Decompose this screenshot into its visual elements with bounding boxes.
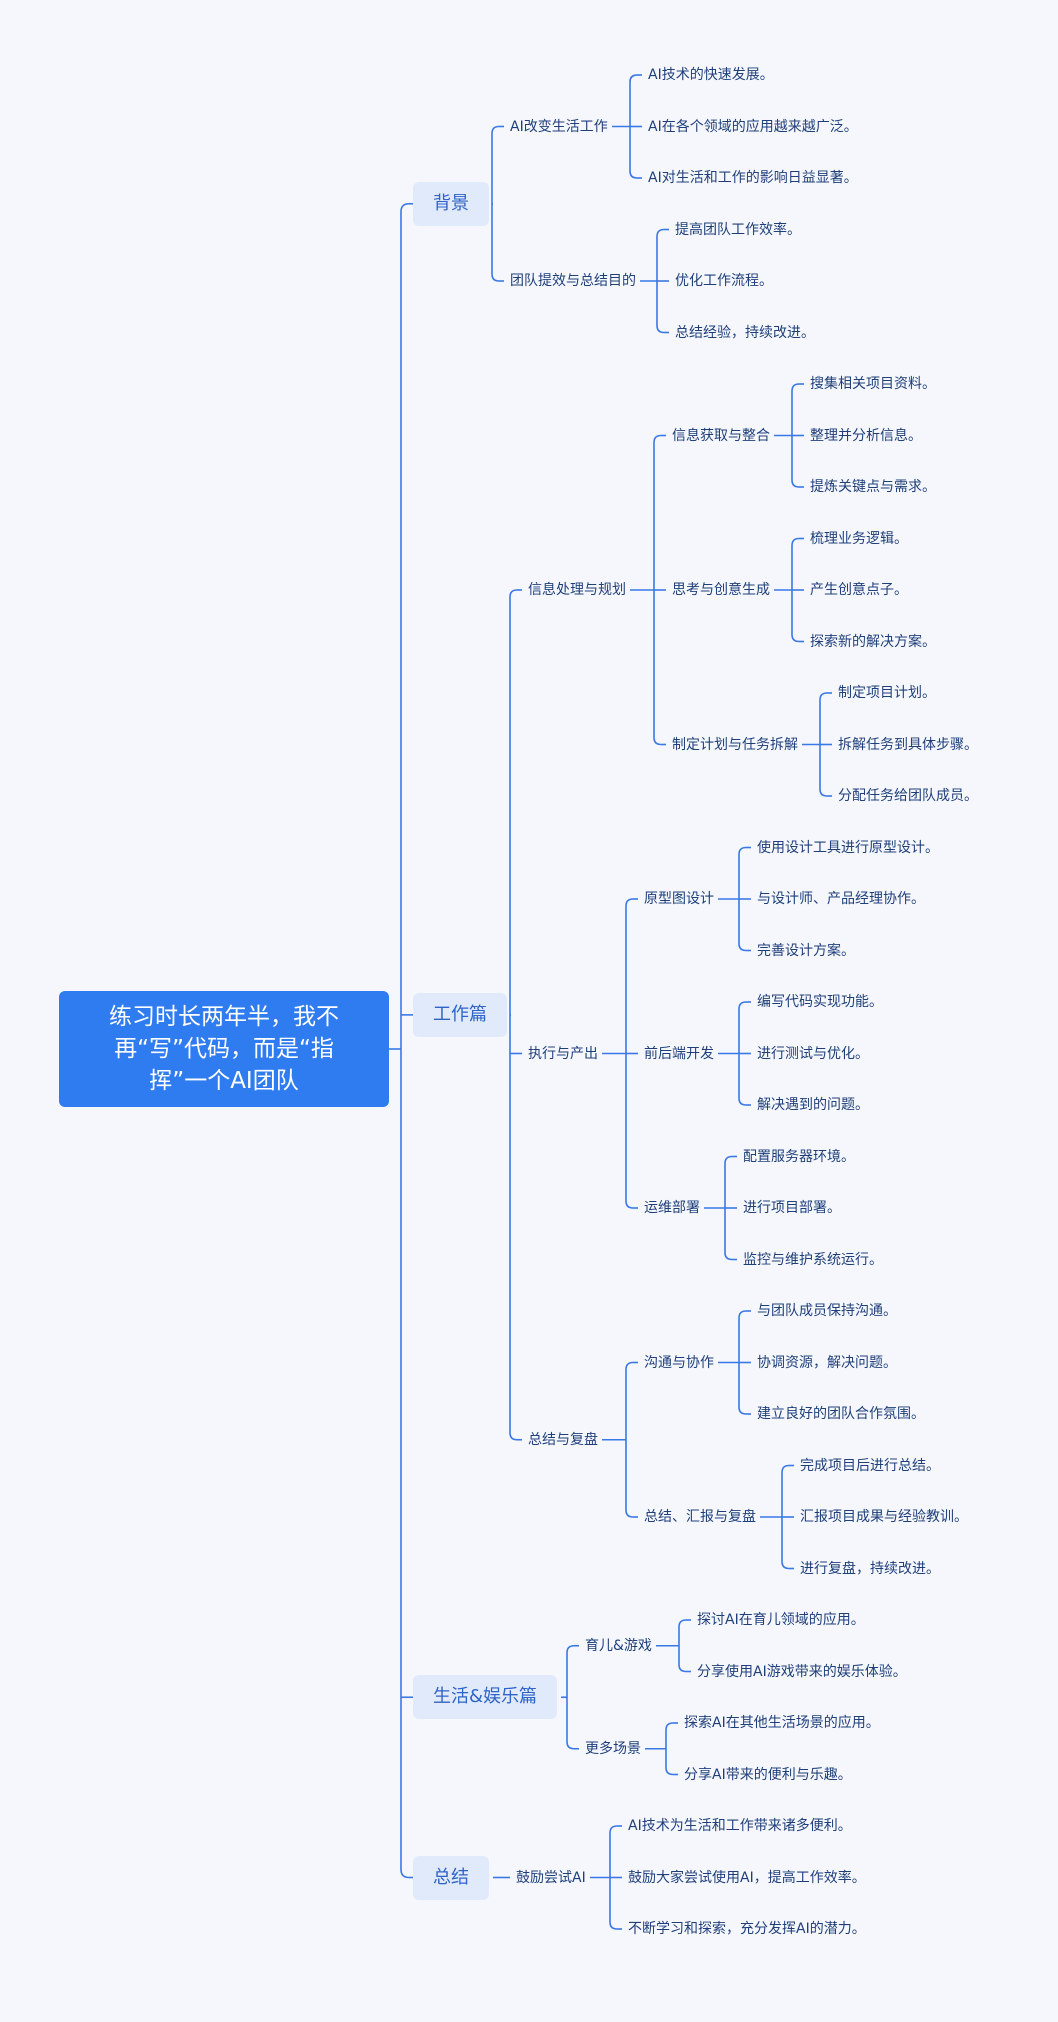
leaf-topic: 分享使用AI游戏带来的娱乐体验。 xyxy=(697,1663,907,1680)
leaf-topic: 整理并分析信息。 xyxy=(810,427,922,444)
subtopic: 信息处理与规划 xyxy=(528,582,626,598)
connector-bus xyxy=(625,1361,634,1518)
leaf-topic: 搜集相关项目资料。 xyxy=(810,376,936,392)
subtopic: 信息获取与整合 xyxy=(672,427,770,444)
leaf-topic: AI在各个领域的应用越来越广泛。 xyxy=(648,118,858,135)
leaf-topic: 完善设计方案。 xyxy=(757,942,855,959)
leaf-topic: 进行复盘，持续改进。 xyxy=(800,1560,940,1577)
leaf-topic: 编写代码实现功能。 xyxy=(757,994,883,1010)
leaf-topic: 与设计师、产品经理协作。 xyxy=(757,891,925,907)
connector-bus xyxy=(491,125,500,282)
leaf-topic: 梳理业务逻辑。 xyxy=(810,530,908,547)
leaf-topic: 使用设计工具进行原型设计。 xyxy=(757,839,939,856)
subtopic: 制定计划与任务拆解 xyxy=(672,736,798,753)
subtopic: 团队提效与总结目的 xyxy=(510,273,636,289)
subtopic: 总结与复盘 xyxy=(528,1431,598,1448)
leaf-topic: AI对生活和工作的影响日益显著。 xyxy=(648,170,858,186)
subtopic: 执行与产出 xyxy=(528,1045,598,1062)
subtopic: 育儿&游戏 xyxy=(585,1637,652,1654)
connector-bus xyxy=(400,202,410,1879)
subtopic: AI改变生活工作 xyxy=(510,118,608,135)
subtopic: 总结、汇报与复盘 xyxy=(644,1509,756,1525)
leaf-topic: 分配任务给团队成员。 xyxy=(838,788,978,804)
subtopic: 思考与创意生成 xyxy=(672,582,770,598)
leaf-topic: 配置服务器环境。 xyxy=(743,1148,855,1165)
leaf-topic: 鼓励大家尝试使用AI，提高工作效率。 xyxy=(628,1869,866,1886)
subtopic: 原型图设计 xyxy=(644,891,714,907)
leaf-topic: AI技术的快速发展。 xyxy=(648,67,774,83)
connector-bus xyxy=(678,1619,687,1673)
leaf-topic: 探讨AI在育儿领域的应用。 xyxy=(697,1612,865,1628)
leaf-topic: AI技术为生活和工作带来诸多便利。 xyxy=(628,1818,852,1834)
leaf-topic: 提高团队工作效率。 xyxy=(675,221,801,238)
leaf-topic: 进行测试与优化。 xyxy=(757,1045,869,1062)
leaf-topic: 汇报项目成果与经验教训。 xyxy=(800,1509,968,1525)
subtopic: 鼓励尝试AI xyxy=(516,1869,586,1886)
leaf-topic: 进行项目部署。 xyxy=(743,1200,841,1216)
leaf-topic: 完成项目后进行总结。 xyxy=(800,1457,940,1474)
subtopic: 运维部署 xyxy=(644,1200,700,1216)
subtopic: 更多场景 xyxy=(585,1740,641,1757)
branch-topic: 生活&娱乐篇 xyxy=(413,1675,558,1720)
leaf-topic: 拆解任务到具体步骤。 xyxy=(838,736,978,753)
leaf-topic: 总结经验，持续改进。 xyxy=(675,324,815,341)
leaf-topic: 协调资源，解决问题。 xyxy=(757,1354,897,1371)
leaf-topic: 探索新的解决方案。 xyxy=(810,633,936,650)
leaf-topic: 探索AI在其他生活场景的应用。 xyxy=(684,1715,880,1731)
leaf-topic: 建立良好的团队合作氛围。 xyxy=(757,1406,925,1422)
leaf-topic: 制定项目计划。 xyxy=(838,685,936,701)
connector-bus xyxy=(665,1722,674,1776)
subtopic: 前后端开发 xyxy=(644,1045,714,1062)
subtopic: 沟通与协作 xyxy=(644,1354,714,1371)
branch-topic: 工作篇 xyxy=(413,992,507,1037)
leaf-topic: 不断学习和探索，充分发挥AI的潜力。 xyxy=(628,1921,866,1937)
branch-topic: 背景 xyxy=(413,181,489,226)
leaf-topic: 分享AI带来的便利与乐趣。 xyxy=(684,1766,852,1783)
leaf-topic: 监控与维护系统运行。 xyxy=(743,1251,883,1268)
root-topic: 练习时长两年半，我不再“写”代码，而是“指挥”一个AI团队 xyxy=(59,991,389,1107)
connector-bus xyxy=(566,1644,575,1750)
leaf-topic: 提炼关键点与需求。 xyxy=(810,479,936,495)
branch-topic: 总结 xyxy=(413,1855,489,1900)
leaf-topic: 产生创意点子。 xyxy=(810,582,908,598)
leaf-topic: 解决遇到的问题。 xyxy=(757,1097,869,1113)
connector-bus xyxy=(509,589,518,1441)
leaf-topic: 优化工作流程。 xyxy=(675,273,773,289)
leaf-topic: 与团队成员保持沟通。 xyxy=(757,1303,897,1319)
